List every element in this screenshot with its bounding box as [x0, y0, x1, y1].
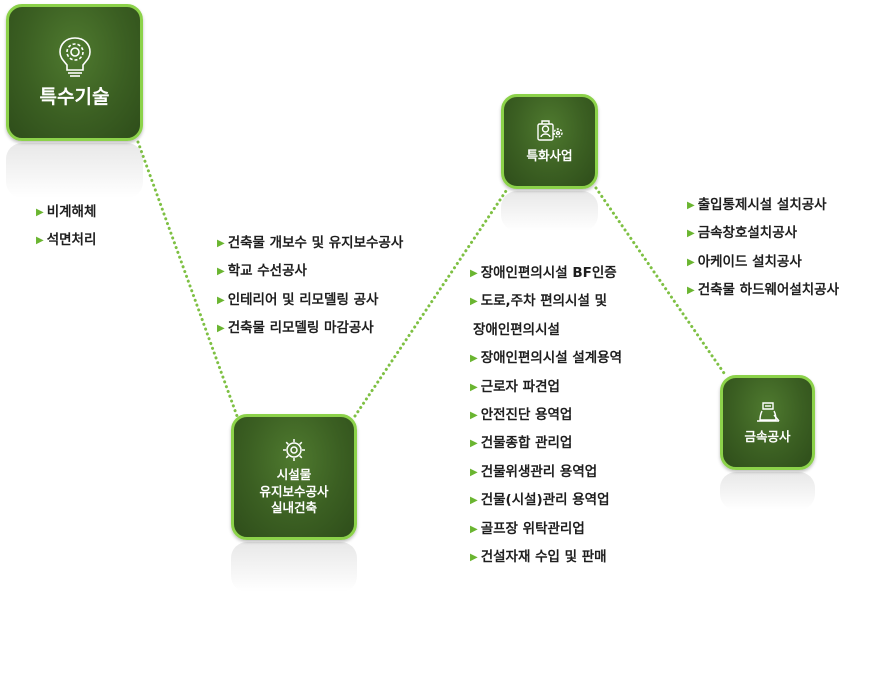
node-specialized-business: 특화사업 — [501, 94, 598, 189]
list-item: ▶안전진단 용역업 — [470, 401, 622, 429]
list-item: ▶인테리어 및 리모델링 공사 — [217, 286, 403, 314]
node-reflection — [501, 191, 598, 231]
node-label: 시설물 유지보수공사 실내건축 — [259, 467, 328, 518]
triangle-bullet-icon: ▶ — [470, 409, 478, 421]
list-item: ▶금속창호설치공사 — [687, 219, 839, 247]
node-label-line: 유지보수공사 — [259, 483, 329, 499]
list-special-technology: ▶비계해체 ▶석면처리 — [36, 198, 96, 255]
list-item: ▶학교 수선공사 — [217, 257, 403, 285]
list-item-text: 석면처리 — [46, 232, 97, 249]
triangle-bullet-icon: ▶ — [687, 285, 695, 297]
triangle-bullet-icon: ▶ — [470, 438, 478, 450]
list-item: ▶도로,주차 편의시설 및 — [470, 287, 622, 315]
triangle-bullet-icon: ▶ — [470, 466, 478, 478]
welder-icon — [756, 402, 780, 422]
node-reflection — [231, 542, 357, 592]
list-item-text: 학교 수선공사 — [227, 263, 307, 280]
list-item: ▶건축물 하드웨어설치공사 — [687, 276, 839, 304]
triangle-bullet-icon: ▶ — [470, 495, 478, 507]
list-item: ▶건축물 리모델링 마감공사 — [217, 314, 403, 342]
list-item-text: 골프장 위탁관리업 — [480, 520, 585, 537]
node-special-technology: 특수기술 — [6, 4, 143, 141]
list-item-text: 건축물 개보수 및 유지보수공사 — [227, 235, 404, 251]
triangle-bullet-icon: ▶ — [470, 268, 478, 279]
node-reflection — [720, 472, 815, 510]
triangle-bullet-icon: ▶ — [470, 296, 478, 308]
triangle-bullet-icon: ▶ — [470, 353, 478, 365]
node-label: 특수기술 — [39, 85, 110, 108]
node-label-line: 실내건축 — [270, 500, 317, 516]
triangle-bullet-icon: ▶ — [687, 228, 695, 240]
list-item-text: 인테리어 및 리모델링 공사 — [227, 291, 379, 308]
list-item-text: 건축물 리모델링 마감공사 — [227, 320, 374, 337]
list-item-text: 근로자 파견업 — [480, 378, 560, 395]
list-item: ▶골프장 위탁관리업 — [470, 515, 622, 543]
triangle-bullet-icon: ▶ — [217, 238, 225, 249]
list-metal-works: ▶출입통제시설 설치공사 ▶금속창호설치공사 ▶아케이드 설치공사 ▶건축물 하… — [687, 191, 839, 305]
list-item: ▶건물위생관리 용역업 — [470, 458, 622, 486]
list-item-text: 장애인편의시설 — [473, 321, 560, 338]
triangle-bullet-icon: ▶ — [36, 235, 44, 247]
list-specialized-business: ▶장애인편의시설 BF인증 ▶도로,주차 편의시설 및 장애인편의시설 ▶장애인… — [470, 259, 622, 571]
node-facility-maintenance: 시설물 유지보수공사 실내건축 — [231, 414, 357, 540]
triangle-bullet-icon: ▶ — [217, 294, 225, 306]
list-item-text: 비계해체 — [46, 204, 97, 220]
lightbulb-gear-icon — [58, 36, 91, 77]
list-item-text: 건물(시설)관리 용역업 — [480, 492, 610, 509]
list-item: ▶비계해체 — [36, 198, 96, 226]
list-facility-maintenance: ▶건축물 개보수 및 유지보수공사 ▶학교 수선공사 ▶인테리어 및 리모델링 … — [217, 229, 403, 343]
list-item-text: 도로,주차 편의시설 및 — [480, 293, 608, 310]
triangle-bullet-icon: ▶ — [217, 323, 225, 335]
connector-facility-to-bf — [353, 186, 510, 418]
list-item: ▶건물종합 관리업 — [470, 429, 622, 457]
node-label: 특화사업 — [526, 148, 573, 164]
triangle-bullet-icon: ▶ — [470, 381, 478, 393]
triangle-bullet-icon: ▶ — [470, 523, 478, 535]
node-reflection — [6, 143, 143, 198]
list-item-text: 아케이드 설치공사 — [697, 253, 802, 270]
list-item: ▶건설자재 수입 및 판매 — [470, 543, 622, 571]
node-label: 금속공사 — [744, 429, 791, 445]
list-item-text: 출입통제시설 설치공사 — [697, 197, 827, 213]
list-item-text: 장애인편의시설 설계용역 — [480, 350, 623, 367]
node-label-line: 시설물 — [276, 466, 312, 482]
list-item: ▶출입통제시설 설치공사 — [687, 191, 839, 219]
list-item-text: 건설자재 수입 및 판매 — [480, 548, 607, 565]
list-item: ▶근로자 파견업 — [470, 373, 622, 401]
triangle-bullet-icon: ▶ — [470, 551, 478, 563]
list-item-text: 장애인편의시설 BF인증 — [480, 265, 617, 281]
node-metal-works: 금속공사 — [720, 375, 815, 470]
list-item: ▶아케이드 설치공사 — [687, 248, 839, 276]
triangle-bullet-icon: ▶ — [36, 207, 44, 218]
triangle-bullet-icon: ▶ — [687, 200, 695, 211]
list-item: ▶장애인편의시설 BF인증 — [470, 259, 622, 287]
worker-gear-icon — [536, 120, 563, 141]
list-item-text: 안전진단 용역업 — [480, 406, 573, 423]
list-item: ▶건물(시설)관리 용역업 — [470, 486, 622, 514]
list-item-text: 건물종합 관리업 — [480, 435, 573, 452]
gear-icon — [283, 438, 305, 461]
list-item-text: 금속창호설치공사 — [697, 225, 798, 242]
triangle-bullet-icon: ▶ — [217, 266, 225, 278]
list-item: ▶장애인편의시설 설계용역 — [470, 344, 622, 372]
triangle-bullet-icon: ▶ — [687, 256, 695, 268]
list-item-text: 건축물 하드웨어설치공사 — [697, 282, 840, 299]
list-item: ▶건축물 개보수 및 유지보수공사 — [217, 229, 403, 257]
list-item-text: 건물위생관리 용역업 — [480, 463, 598, 480]
list-item: ▶석면처리 — [36, 226, 96, 254]
list-item-continuation: 장애인편의시설 — [470, 316, 622, 344]
